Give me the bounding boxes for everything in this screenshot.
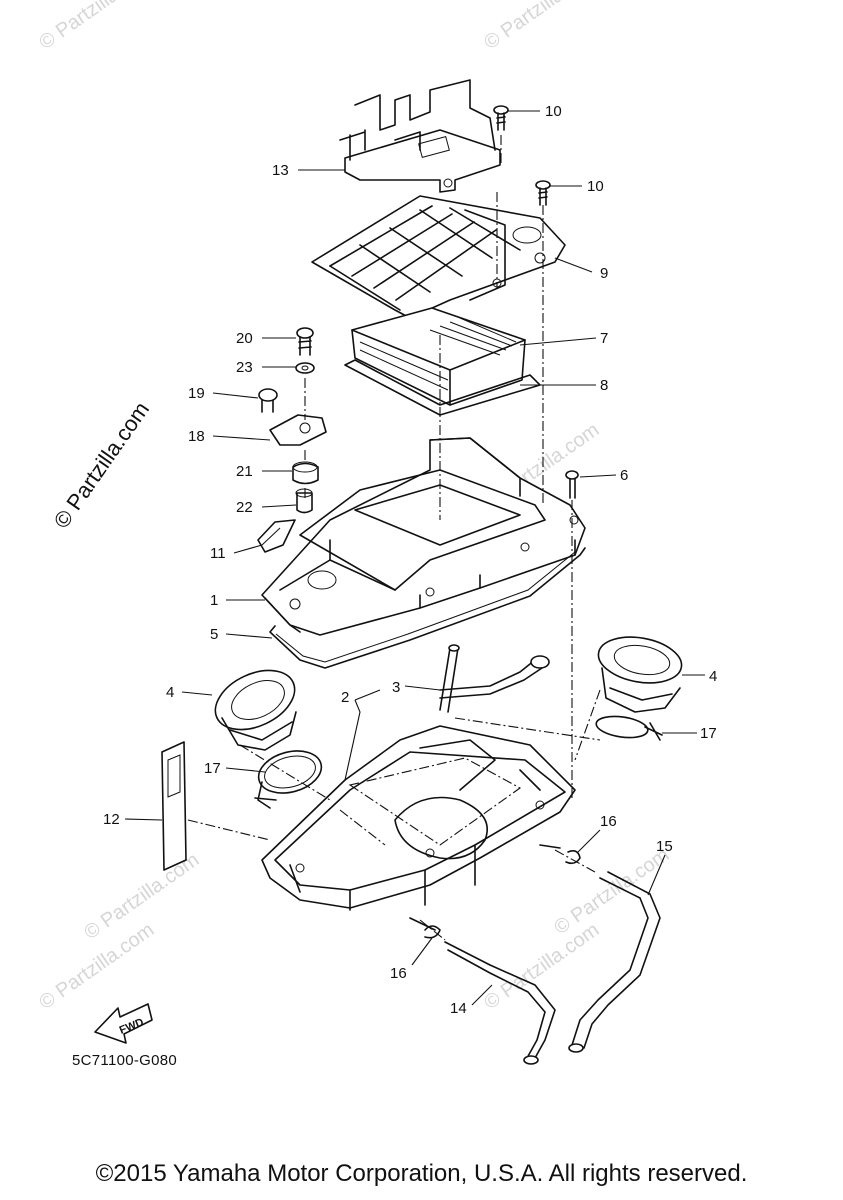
watermark: © Partzilla.com	[480, 919, 603, 1014]
callout-17: 17	[700, 725, 717, 742]
callout-6: 6	[620, 467, 628, 484]
part-18-plate	[269, 414, 327, 446]
callout-22: 22	[236, 499, 253, 516]
callout-10: 10	[545, 103, 562, 120]
callout-10: 10	[587, 178, 604, 195]
callout-3: 3	[392, 679, 400, 696]
part-16-clip	[565, 850, 581, 865]
callout-16: 16	[600, 813, 617, 830]
part-23-washer	[295, 362, 315, 374]
callout-17: 17	[204, 760, 221, 777]
part-12-sheet	[161, 741, 187, 871]
part-17-clamp	[595, 715, 663, 741]
callout-9: 9	[600, 265, 608, 282]
part-21-grommet	[292, 461, 319, 485]
watermark: © Partzilla.com	[480, 0, 603, 54]
assembly-lines	[187, 135, 601, 941]
callout-18: 18	[188, 428, 205, 445]
part-16-clip	[424, 925, 441, 939]
callout-12: 12	[103, 811, 120, 828]
callout-23: 23	[236, 359, 253, 376]
part-4-intake-funnel-right	[597, 636, 683, 713]
watermark: © Partzilla.com	[550, 844, 673, 939]
part-17-clamp	[254, 750, 323, 809]
part-7-filter-element	[351, 307, 526, 406]
callout-20: 20	[236, 330, 253, 347]
callout-numbers: 10 10 13 9 7 8 20 23 19 18 21 22 6 11 1 …	[103, 103, 717, 1017]
callout-7: 7	[600, 330, 608, 347]
fwd-arrow-icon: FWD	[94, 1003, 153, 1044]
part-14-hose	[444, 941, 556, 1065]
part-10-screw	[493, 105, 509, 131]
leader-lines	[124, 110, 705, 1006]
part-6-screw	[565, 470, 579, 499]
callout-15: 15	[656, 838, 673, 855]
callout-2: 2	[341, 689, 349, 706]
part-2-lower-case	[261, 725, 576, 931]
part-3-breather-pipe	[439, 644, 550, 713]
part-1-upper-case	[261, 437, 586, 636]
part-10-screw	[535, 180, 551, 206]
part-19-bolt	[258, 388, 278, 413]
callout-8: 8	[600, 377, 608, 394]
callout-11: 11	[210, 545, 226, 562]
callout-5: 5	[210, 626, 218, 643]
callout-16: 16	[390, 965, 407, 982]
part-11-clip	[257, 519, 296, 553]
callout-4: 4	[166, 684, 174, 701]
part-4-intake-funnel-left	[214, 669, 297, 751]
callout-14: 14	[450, 1000, 467, 1017]
part-15-hose	[568, 871, 661, 1053]
watermark: © Partzilla.com	[35, 0, 158, 54]
part-22-collar	[295, 488, 313, 514]
part-20-bolt	[296, 327, 314, 356]
copyright-notice: ©2015 Yamaha Motor Corporation, U.S.A. A…	[95, 1160, 748, 1187]
callout-4: 4	[709, 668, 717, 685]
part-13-bracket	[339, 79, 501, 193]
callout-21: 21	[236, 463, 253, 480]
watermark-dark: © Partzilla.com	[49, 397, 155, 533]
callout-13: 13	[272, 162, 289, 179]
diagram-code: 5C71100-G080	[72, 1052, 178, 1069]
part-5-gasket	[269, 547, 586, 669]
callout-1: 1	[210, 592, 218, 609]
callout-19: 19	[188, 385, 205, 402]
part-9-element-cover	[311, 195, 566, 319]
